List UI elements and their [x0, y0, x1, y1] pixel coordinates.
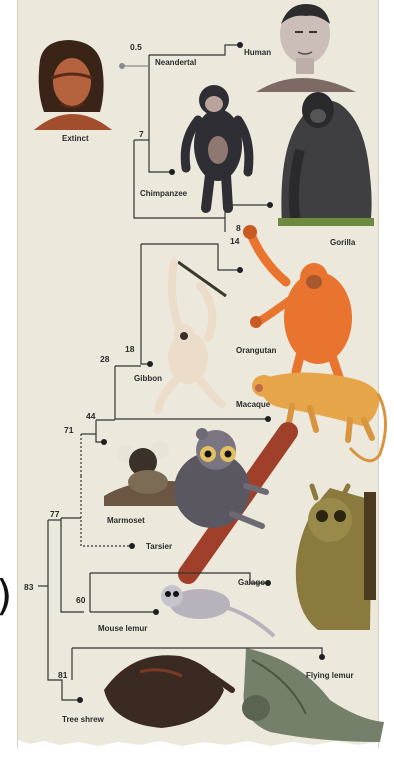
label-tree-shrew: Tree shrew: [62, 715, 105, 724]
flying-lemur-illustration: [242, 648, 384, 742]
torn-paper-edge: [18, 740, 378, 758]
gorilla-illustration: [278, 92, 374, 226]
label-galago: Galago: [238, 578, 265, 587]
label-extinct: Extinct: [62, 134, 89, 143]
label-human: Human: [244, 48, 271, 57]
tarsier-illustration: [174, 428, 288, 574]
node-strepsirrhine-split: 77: [50, 509, 60, 519]
neandertal-portrait: [34, 40, 112, 130]
label-orangutan: Orangutan: [236, 346, 277, 355]
side-parenthesis: ): [0, 571, 12, 620]
label-gibbon: Gibbon: [134, 374, 162, 383]
node-orangutan-split: 14: [230, 236, 240, 246]
node-neandertal-split: 0.5: [130, 42, 142, 52]
label-gorilla: Gorilla: [330, 238, 356, 247]
label-neandertal: Neandertal: [155, 58, 196, 67]
gibbon-illustration: [158, 262, 226, 410]
chimpanzee-illustration: [185, 85, 249, 208]
tree-shrew-illustration: [104, 655, 232, 728]
label-macaque: Macaque: [236, 400, 271, 409]
node-macaque-split: 28: [100, 354, 110, 364]
extinct-marker: [119, 63, 125, 69]
label-marmoset: Marmoset: [107, 516, 145, 525]
label-mouse-lemur: Mouse lemur: [98, 624, 147, 633]
node-flying-lemur-split: 81: [58, 670, 68, 680]
label-tarsier: Tarsier: [146, 542, 172, 551]
node-chimp-split: 7: [139, 129, 144, 139]
label-flying-lemur: Flying lemur: [306, 671, 354, 680]
orangutan-illustration: [243, 225, 352, 380]
label-chimpanzee: Chimpanzee: [140, 189, 188, 198]
galago-illustration: [296, 486, 372, 630]
node-root: 83: [24, 582, 34, 592]
mouse-lemur-illustration: [161, 585, 274, 636]
node-marmoset-split: 44: [86, 411, 96, 421]
node-gibbon-split: 18: [125, 344, 135, 354]
node-gorilla-split: 8: [236, 223, 241, 233]
node-lemur-split: 60: [76, 595, 86, 605]
node-tarsier-split: 71: [64, 425, 74, 435]
